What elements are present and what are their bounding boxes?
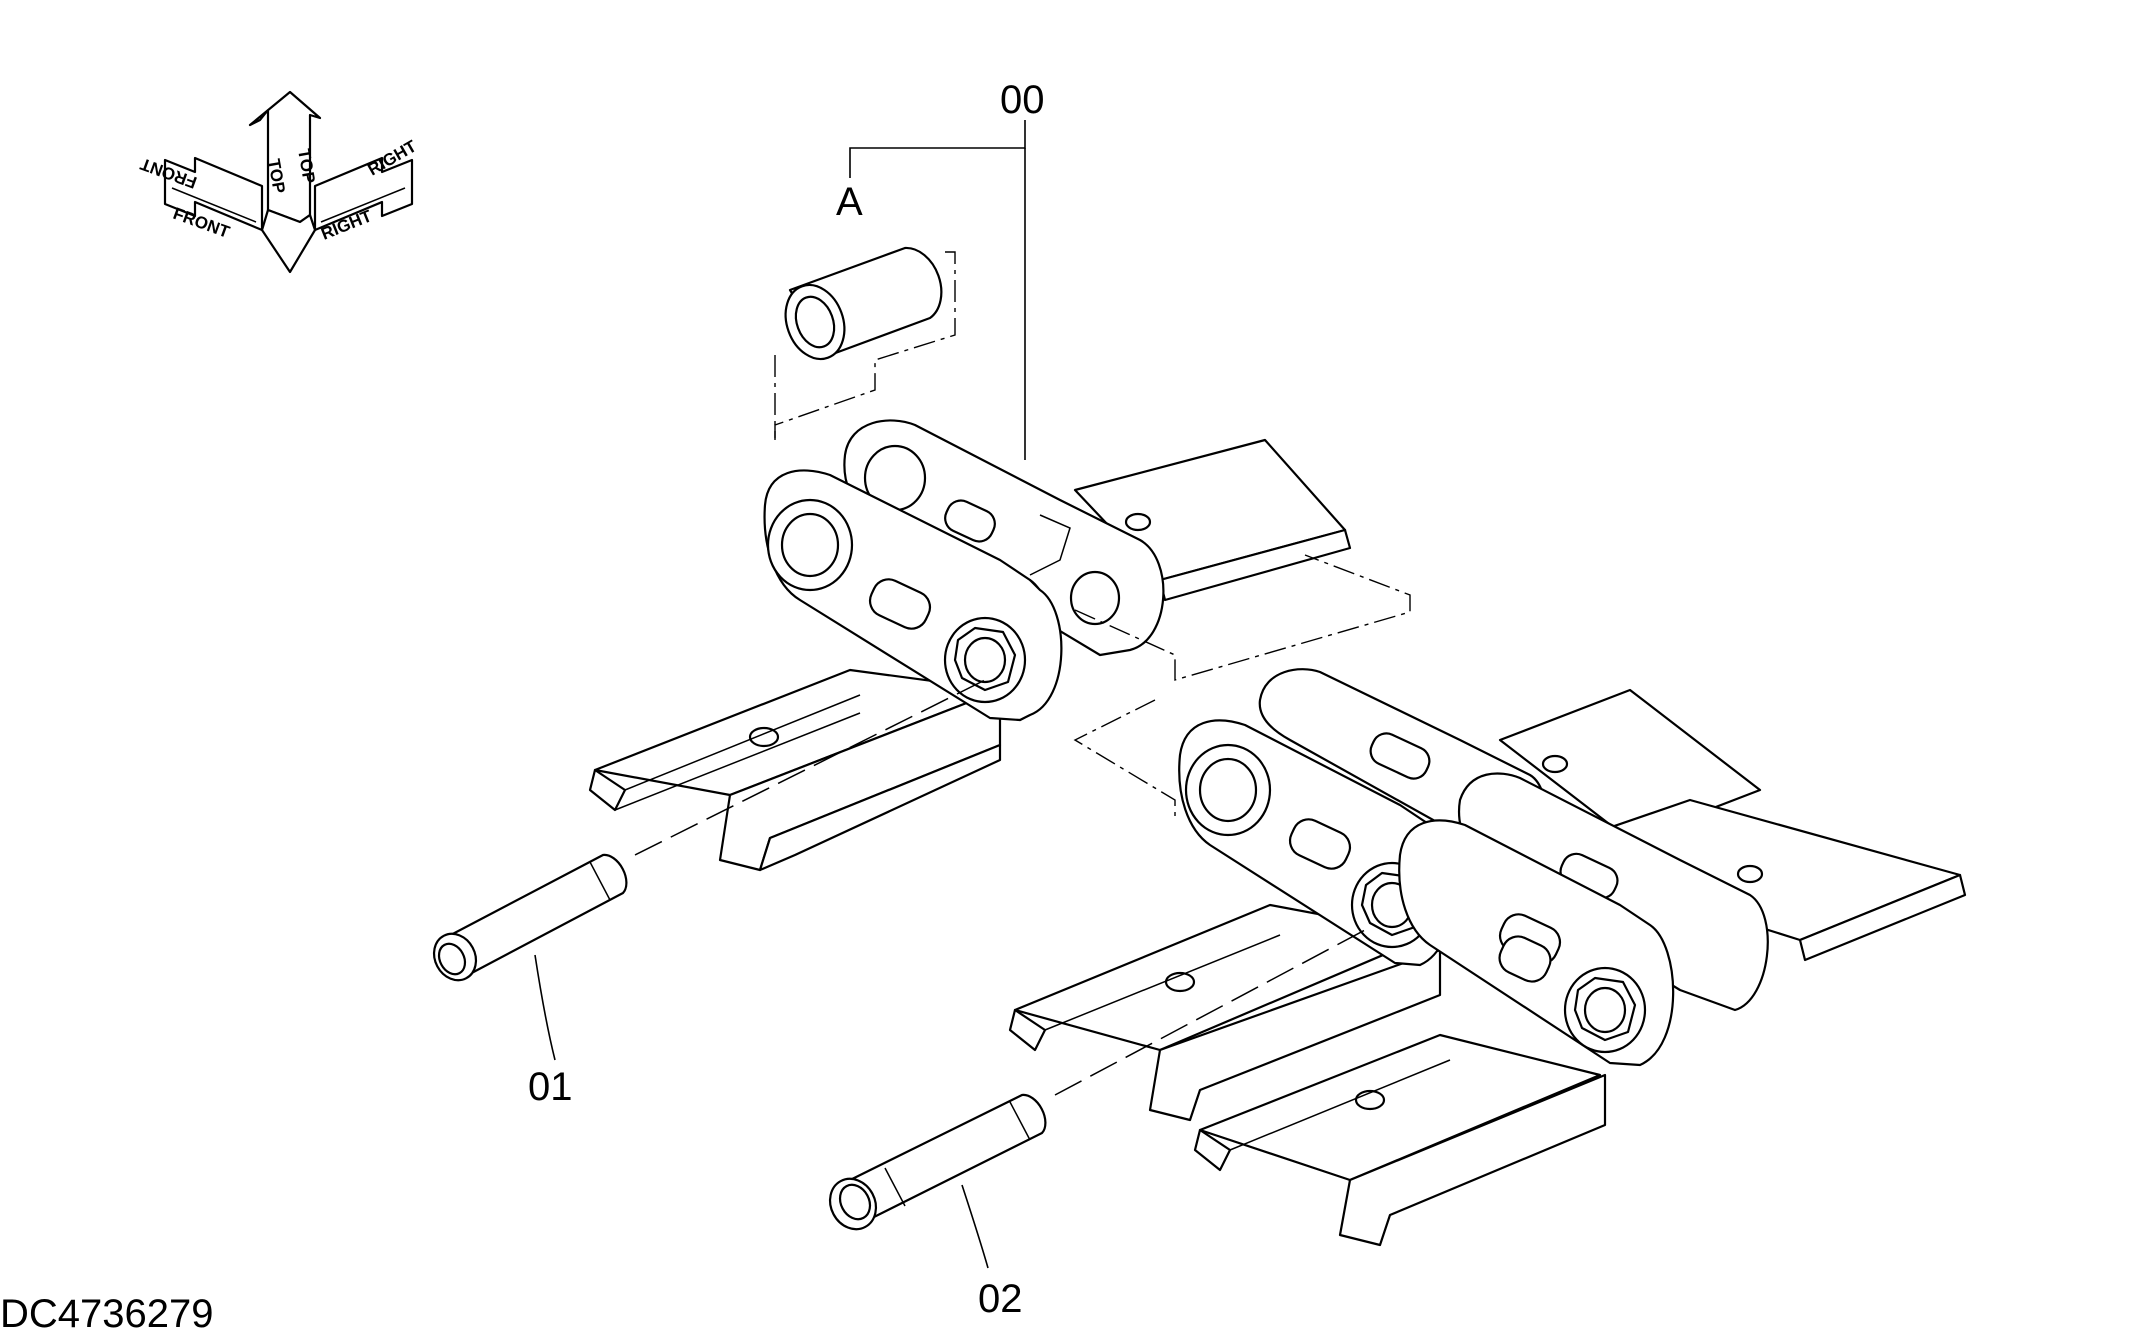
leader-02 — [961, 1184, 989, 1269]
callout-02: 02 — [978, 1277, 1023, 1321]
document-id: DC4736279 — [0, 1292, 214, 1335]
callout-01: 01 — [528, 1065, 573, 1109]
orientation-indicator: FRONT FRONT TOP TOP RIGHT RIGHT — [137, 90, 420, 274]
leader-01 — [534, 954, 556, 1061]
pin-02 — [828, 1093, 1047, 1231]
assembly-callout-group: 00 A — [836, 78, 1045, 460]
upper-dashed-guide — [1074, 554, 1411, 681]
orientation-base — [260, 208, 317, 274]
pin-02-axis — [1054, 929, 1366, 1096]
leader-00-a — [849, 120, 1026, 178]
upper-track-shoe — [588, 438, 1352, 872]
bushing — [784, 246, 943, 361]
callout-00: 00 — [1000, 78, 1045, 122]
upper-track-links — [763, 419, 1165, 722]
callout-a: A — [836, 180, 863, 224]
pin-01 — [432, 853, 628, 982]
lower-dashed-guide — [1073, 699, 1176, 820]
pin-01-axis — [634, 679, 986, 856]
lower-track-links — [1178, 668, 1769, 1067]
